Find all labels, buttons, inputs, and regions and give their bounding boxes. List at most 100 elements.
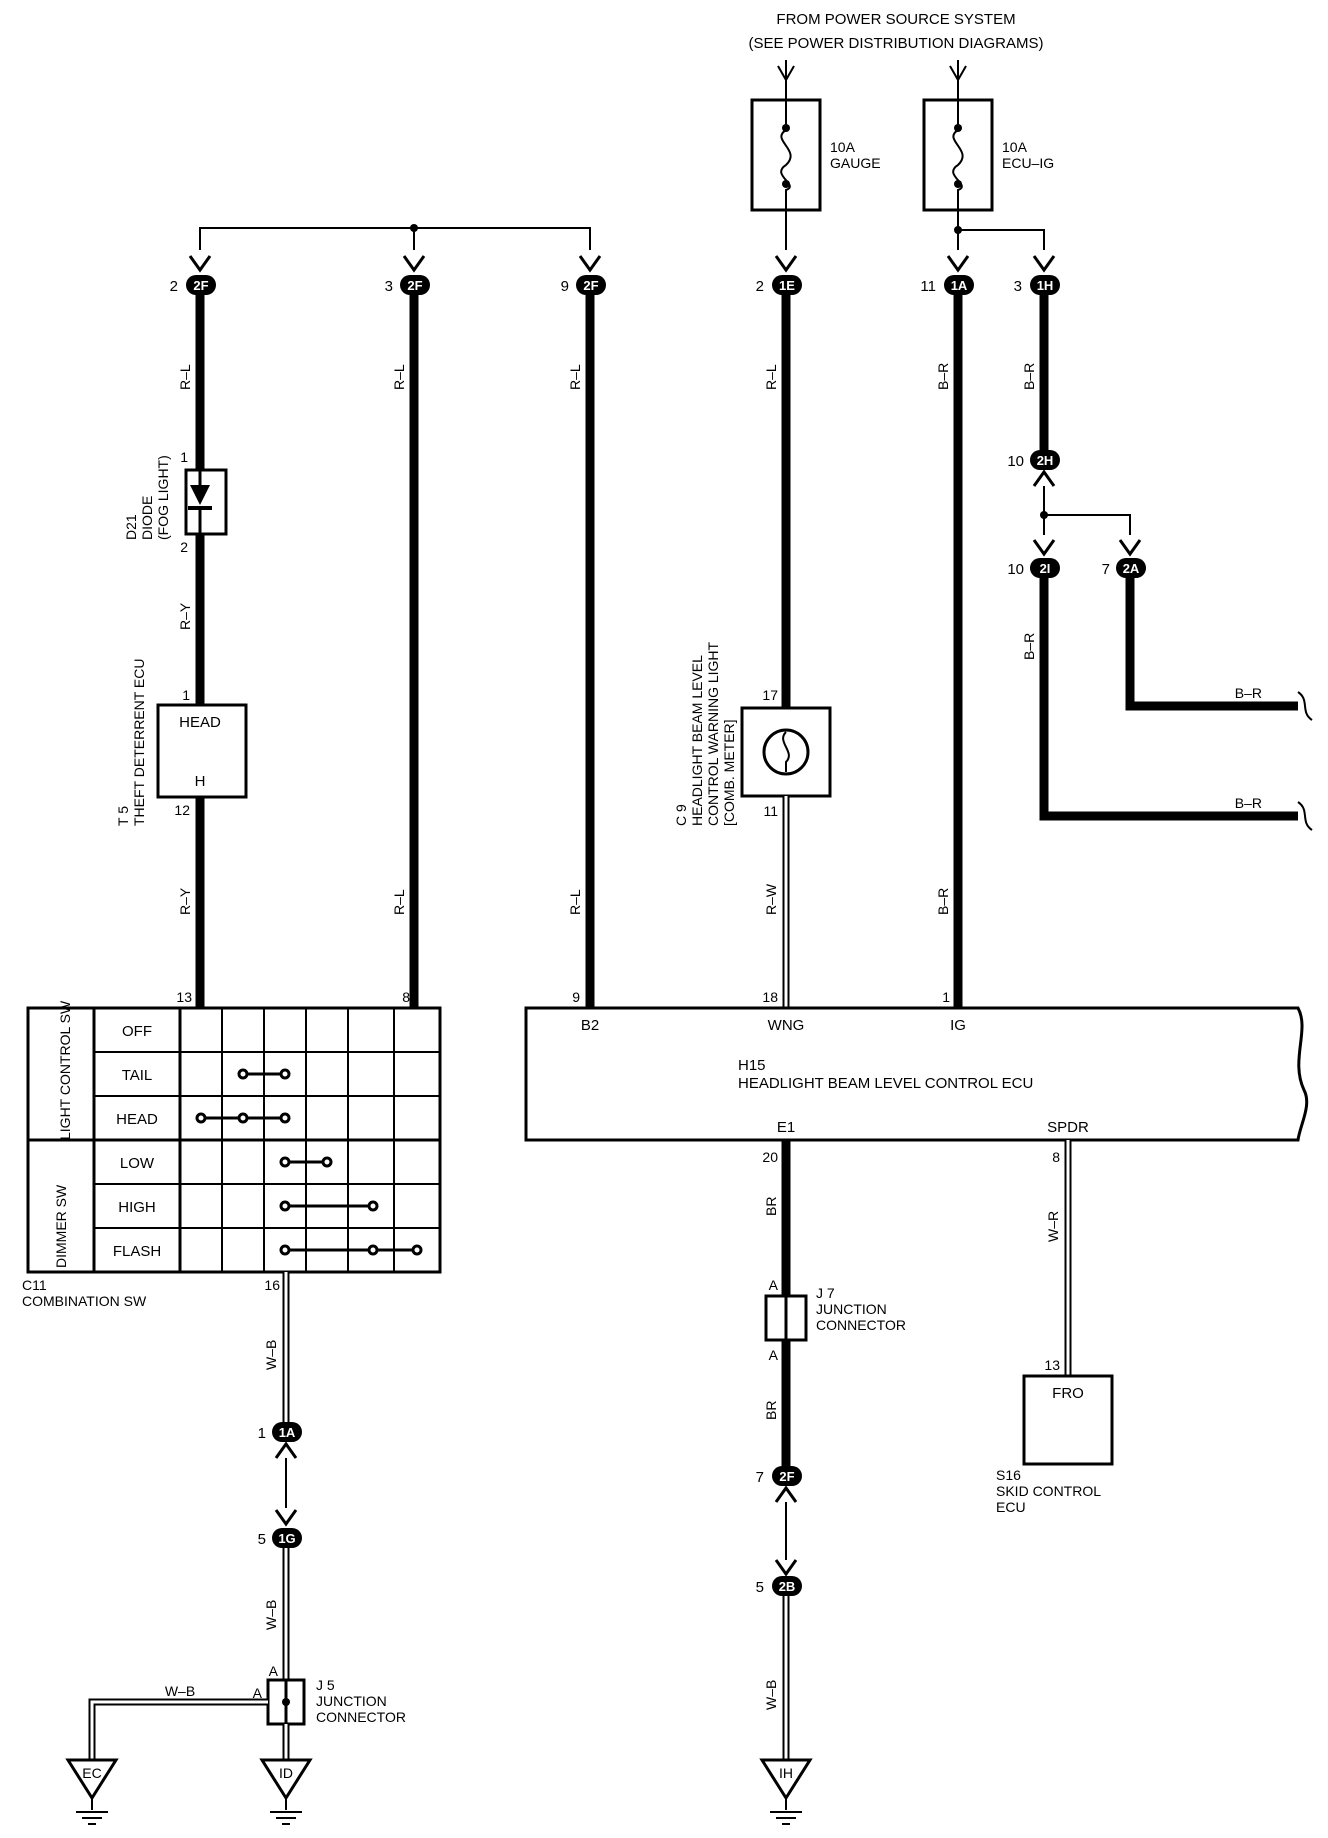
diode-id: D21 bbox=[123, 514, 139, 540]
svg-text:2B: 2B bbox=[779, 1579, 796, 1594]
wire-br-out-lower bbox=[1039, 578, 1298, 821]
warning-light-name1: HEADLIGHT BEAM LEVEL bbox=[689, 655, 705, 826]
pin-label: 1 bbox=[942, 989, 950, 1005]
comb-sw-name: COMBINATION SW bbox=[22, 1293, 147, 1309]
connector-2f-pin2: 2F bbox=[186, 275, 216, 295]
wire-color-label: R–L bbox=[391, 364, 407, 390]
svg-text:1G: 1G bbox=[278, 1531, 295, 1546]
ground-id-icon bbox=[259, 1758, 313, 1825]
svg-text:2I: 2I bbox=[1040, 561, 1051, 576]
pin-label: 1 bbox=[182, 687, 190, 703]
skid-control-ecu bbox=[1022, 1374, 1114, 1466]
pin-label: 3 bbox=[1014, 278, 1022, 295]
svg-text:2A: 2A bbox=[1123, 561, 1140, 576]
wire-color-label: BR bbox=[763, 1197, 779, 1216]
pin-label: 13 bbox=[1044, 1357, 1060, 1373]
fuse-ecuig-name: ECU–IG bbox=[1002, 155, 1054, 171]
fuse-gauge-name: GAUGE bbox=[830, 155, 881, 171]
warning-light-name2: CONTROL WARNING LIGHT bbox=[705, 641, 721, 826]
ecu-pin-wng: WNG bbox=[768, 1017, 805, 1034]
pin-label: A bbox=[269, 1663, 279, 1679]
theft-ecu-head-label: HEAD bbox=[179, 714, 221, 731]
pin-label: A bbox=[769, 1347, 779, 1363]
light-control-sw-label: LIGHT CONTROL SW bbox=[57, 1000, 73, 1140]
ground-ih-label: IH bbox=[779, 1765, 793, 1781]
wire-color-label: R–L bbox=[177, 364, 193, 390]
connector-1h-pin3: 1H bbox=[1030, 275, 1060, 295]
wire-color-label: R–L bbox=[567, 889, 583, 915]
comb-sw-id: C11 bbox=[22, 1277, 47, 1293]
pin-label: 10 bbox=[1007, 453, 1024, 470]
pin-label: 1 bbox=[180, 449, 188, 465]
junction-connector-j7 bbox=[764, 1294, 808, 1342]
junction-connector-j5 bbox=[266, 1678, 306, 1726]
pin-label: 11 bbox=[920, 278, 936, 295]
connector-1a-pin11: 1A bbox=[944, 275, 974, 295]
svg-text:2F: 2F bbox=[583, 278, 598, 293]
wire-color-label: B–R bbox=[1235, 795, 1262, 811]
ecu-pin-e1: E1 bbox=[777, 1119, 795, 1136]
wire-color-label: B–R bbox=[1021, 633, 1037, 660]
fuse-ecuig-rating: 10A bbox=[1002, 139, 1028, 155]
wire-continue-mark bbox=[1297, 691, 1313, 721]
ecu-pin-ig: IG bbox=[950, 1017, 966, 1034]
pin-label: 2 bbox=[180, 539, 188, 555]
pin-label: 11 bbox=[763, 803, 778, 819]
warning-light-id: C 9 bbox=[673, 804, 689, 826]
connector-2f-pin9: 2F bbox=[576, 275, 606, 295]
warning-light-c9 bbox=[740, 706, 832, 798]
pin-label: 20 bbox=[762, 1149, 778, 1165]
power-arrow-gauge bbox=[777, 60, 795, 100]
pin-label: 18 bbox=[762, 989, 778, 1005]
j5-name1: JUNCTION bbox=[316, 1693, 387, 1709]
wire-color-label: W–B bbox=[763, 1680, 779, 1710]
headlight-beam-ecu bbox=[524, 1006, 1309, 1142]
wire-wb-ec bbox=[88, 1698, 268, 1760]
wire-color-label: R–Y bbox=[177, 887, 193, 915]
svg-text:2F: 2F bbox=[779, 1469, 794, 1484]
wire-color-label: W–B bbox=[263, 1600, 279, 1630]
row-low: LOW bbox=[120, 1155, 155, 1172]
wire-continue-mark bbox=[1297, 801, 1313, 831]
svg-text:1H: 1H bbox=[1037, 278, 1054, 293]
wire-color-label: W–B bbox=[263, 1340, 279, 1370]
j7-id: J 7 bbox=[816, 1285, 835, 1301]
ecu-name: HEADLIGHT BEAM LEVEL CONTROL ECU bbox=[738, 1075, 1033, 1092]
svg-text:2F: 2F bbox=[193, 278, 208, 293]
pin-label: 7 bbox=[1102, 561, 1110, 578]
ground-ec-icon bbox=[65, 1758, 119, 1825]
ecu-pin-spdr: SPDR bbox=[1047, 1119, 1089, 1136]
wire-color-label: B–R bbox=[935, 363, 951, 390]
skid-name1: SKID CONTROL bbox=[996, 1483, 1101, 1499]
bus-top bbox=[199, 227, 591, 230]
diode-name: DIODE bbox=[139, 496, 155, 540]
skid-id: S16 bbox=[996, 1467, 1021, 1483]
wire-color-label: BR bbox=[763, 1401, 779, 1420]
pin-label: 2 bbox=[170, 278, 178, 295]
row-flash: FLASH bbox=[113, 1243, 161, 1260]
row-off: OFF bbox=[122, 1023, 152, 1040]
row-high: HIGH bbox=[118, 1199, 156, 1216]
pin-label: 9 bbox=[572, 989, 580, 1005]
pin-label: 5 bbox=[756, 1579, 764, 1596]
theft-ecu-id: T 5 bbox=[115, 806, 131, 826]
ground-ec-label: EC bbox=[82, 1765, 101, 1781]
pin-label: 1 bbox=[258, 1425, 266, 1442]
ground-id-label: ID bbox=[279, 1765, 293, 1781]
svg-text:2H: 2H bbox=[1037, 453, 1054, 468]
pin-label: 2 bbox=[756, 278, 764, 295]
wire-color-label: R–Y bbox=[177, 602, 193, 630]
diode-sub: (FOG LIGHT) bbox=[155, 455, 171, 540]
theft-ecu-h-label: H bbox=[195, 773, 206, 790]
connector-2b-pin5: 2B bbox=[772, 1576, 802, 1596]
fuse-gauge-rating: 10A bbox=[830, 139, 856, 155]
connector-2f-pin3: 2F bbox=[400, 275, 430, 295]
connector-2a-pin7: 2A bbox=[1116, 558, 1146, 578]
j7-name1: JUNCTION bbox=[816, 1301, 887, 1317]
skid-name2: ECU bbox=[996, 1499, 1026, 1515]
pin-label: 7 bbox=[756, 1469, 764, 1486]
pin-label: 13 bbox=[176, 989, 192, 1005]
wire-color-label: R–L bbox=[567, 364, 583, 390]
pin-label: 3 bbox=[385, 278, 393, 295]
